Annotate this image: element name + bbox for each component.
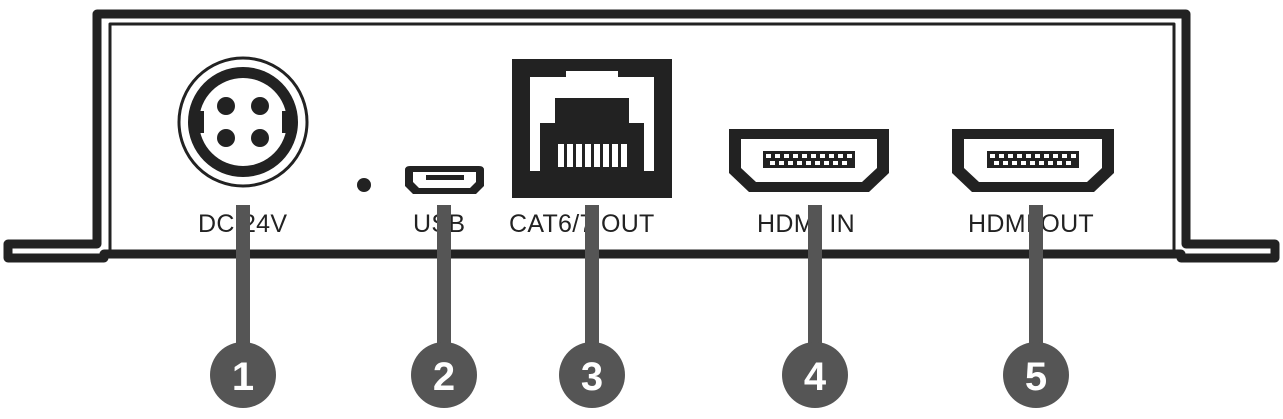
callout-leader-4 <box>808 205 822 355</box>
port-label-hdmi-in: HDMI IN <box>757 210 855 238</box>
callout-3: 3 <box>559 205 625 408</box>
rj45-contacts <box>558 144 627 167</box>
callout-circle-5 <box>1003 342 1069 408</box>
callout-leader-2 <box>437 205 451 355</box>
callout-leader-1 <box>236 205 250 355</box>
rj45-port-icon <box>512 59 672 198</box>
callout-number-2: 2 <box>433 355 455 399</box>
hdmi-out-pins <box>990 154 1076 165</box>
callout-number-5: 5 <box>1025 355 1047 399</box>
callout-leader-5 <box>1029 205 1043 355</box>
callout-leader-3 <box>585 205 599 355</box>
hdmi-in-pins <box>766 154 852 165</box>
callout-circle-3 <box>559 342 625 408</box>
callout-number-3: 3 <box>581 355 603 399</box>
led-indicator-icon <box>357 178 371 192</box>
callout-4: 4 <box>782 205 848 408</box>
callout-2: 2 <box>411 205 477 408</box>
callout-circle-4 <box>782 342 848 408</box>
enclosure <box>3 9 1280 263</box>
hdmi-out-port-icon <box>952 129 1114 192</box>
callout-circle-2 <box>411 342 477 408</box>
callout-number-1: 1 <box>232 355 254 399</box>
enclosure-inner-outline <box>108 22 1176 252</box>
micro-usb-port-icon <box>405 166 484 194</box>
callout-number-4: 4 <box>804 355 827 399</box>
hdmi-in-port-icon <box>729 129 889 192</box>
dc-power-connector-icon <box>177 56 309 188</box>
callout-5: 5 <box>1003 205 1069 408</box>
callout-circle-1 <box>210 342 276 408</box>
port-label-cat: CAT6/7 OUT <box>509 210 655 238</box>
enclosure-outer-outline <box>3 9 1280 263</box>
callout-1: 1 <box>210 205 276 408</box>
